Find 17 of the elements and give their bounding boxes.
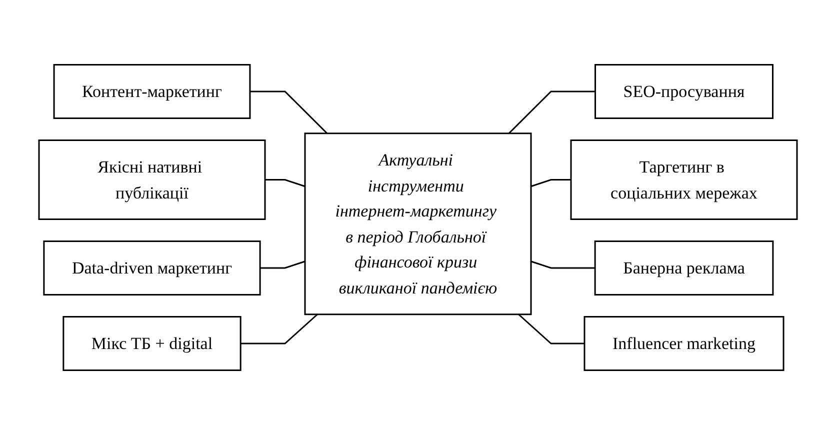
node-box: Data-driven маркетинг xyxy=(42,240,260,296)
connector xyxy=(240,314,318,344)
node-box: Банерна реклама xyxy=(594,240,774,296)
node-box: Контент-маркетинг xyxy=(52,64,250,119)
node-box: Таргетинг в соціальних мережах xyxy=(570,140,798,220)
node-box: SEO-просування xyxy=(594,64,773,119)
node-box: Мікс ТБ + digital xyxy=(62,316,241,371)
node-box: Актуальні інструменти інтернет-маркетингу в період Глобальної фінансової кризи викликаної пандемією xyxy=(304,132,532,316)
connector xyxy=(530,179,570,188)
connector xyxy=(264,179,305,188)
connector xyxy=(508,90,595,134)
connector xyxy=(260,260,305,269)
connector xyxy=(530,260,595,269)
node-box: Якісні нативні публікації xyxy=(38,140,266,220)
connector xyxy=(518,314,584,344)
node-box: Influencer marketing xyxy=(583,316,784,371)
connector xyxy=(249,90,328,134)
